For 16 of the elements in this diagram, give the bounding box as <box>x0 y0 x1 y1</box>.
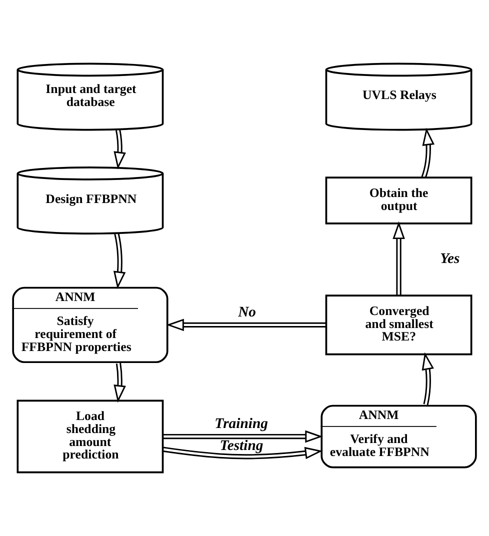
node-box: Converged and smallest MSE? <box>325 294 472 356</box>
edge-label: Yes <box>440 250 460 267</box>
arrow <box>166 318 326 332</box>
edge-label: Testing <box>220 438 264 454</box>
arrow <box>114 362 126 403</box>
arrow <box>422 352 434 406</box>
arrow <box>392 221 405 296</box>
edge-label: No <box>238 304 256 320</box>
arrow <box>162 446 323 460</box>
node-box: Load shedding amount prediction <box>16 400 164 474</box>
node-box: Obtain the output <box>325 176 472 224</box>
edge-label: Training <box>214 416 268 432</box>
arrow <box>113 233 126 290</box>
arrow <box>114 129 126 170</box>
arrow <box>162 430 323 443</box>
arrow <box>421 128 435 178</box>
